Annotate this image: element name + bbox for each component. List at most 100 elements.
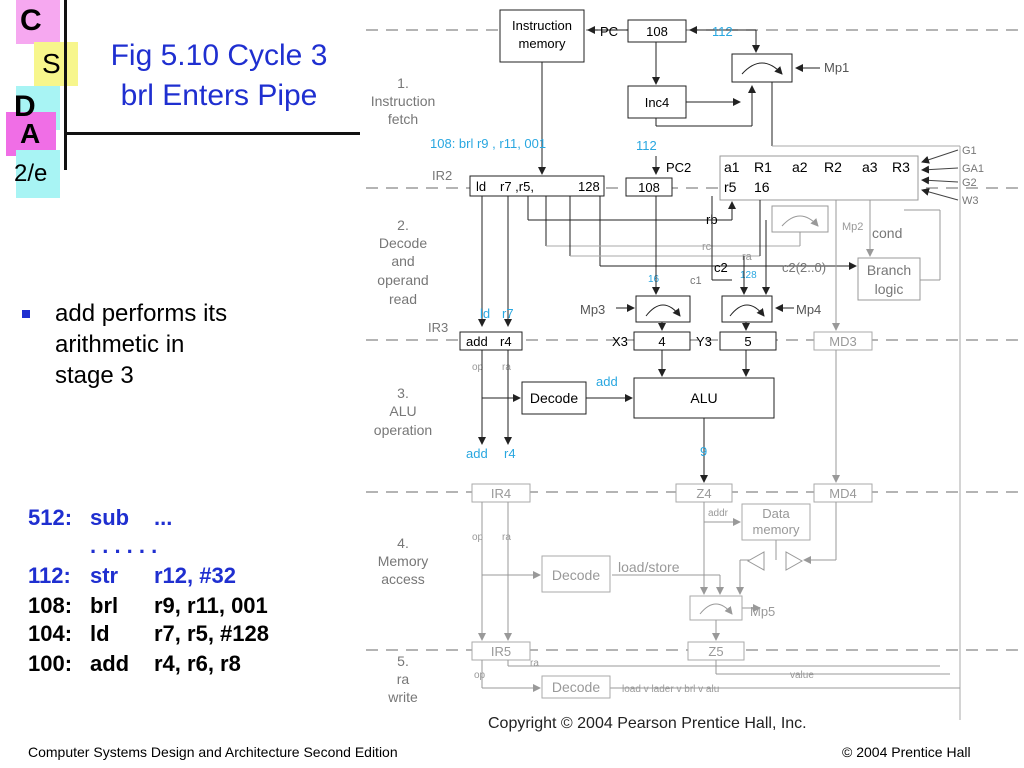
alu-label: ALU [690,390,717,406]
code-operands: r7, r5, #128 [154,621,269,646]
stage3-l1: 3. [397,385,409,401]
code-operands: ... [154,505,173,530]
rf-a3: a3 [862,159,878,175]
code-opcode: add [90,651,130,676]
title-horizontal-rule [64,132,360,135]
cond-label: cond [872,225,902,241]
ir4-annot-add: add [466,446,488,461]
alu-output-value: 9 [700,444,707,459]
stage5-l2: ra [397,671,410,687]
stage2-l3: and [391,253,414,269]
stage5-l1: 5. [397,653,409,669]
logo-edition: 2/e [14,160,48,187]
ir5-op-tag: op [474,670,486,681]
datamem-l2: memory [753,522,800,537]
decode4-label: Decode [552,567,600,583]
mp4-mux [721,295,773,323]
decode5-label: Decode [552,679,600,695]
md4-label: MD4 [829,486,856,501]
c2-label: c2 [714,260,728,275]
rf-ctrl-ga1: GA1 [962,163,984,175]
stage1-l2: Instruction [371,93,436,109]
stage4-l1: 4. [397,535,409,551]
branch-l1: Branch [867,262,911,278]
logo-square-pink [16,0,60,44]
code-operands: r9, r11, 001 [154,593,268,618]
stage1-l3: fetch [388,111,418,127]
code-address: 108: [28,593,73,618]
inc4-box [627,85,687,119]
mp2-mux [771,205,829,233]
code-opcode: brl [90,593,119,618]
slide-title: Fig 5.10 Cycle 3 brl Enters Pipe [76,36,362,116]
ir4-annot-r4: r4 [504,446,516,461]
ir3-ra-tag: ra [502,362,511,373]
mp5-mux [689,595,743,621]
ir3-op-tag: op [472,362,484,373]
logo-square-yellow [34,42,78,86]
decode3-label: Decode [530,390,578,406]
pc2-input-value: 112 [636,138,657,153]
instruction-memory-box [499,9,585,63]
ir3-annot-ld: ld [480,306,490,321]
rf-ctrl-w3: W3 [962,195,979,207]
load-store-label: load/store [618,559,680,575]
ir4-label: IR4 [491,486,511,501]
logo-s: S [42,48,61,79]
ir3-register [459,331,523,351]
title-vertical-rule [64,0,67,170]
ir-annotation: 108: brl r9 , r11, 001 [430,136,546,151]
stage-labels: 1. Instruction fetch 2. Decode and opera… [371,75,436,705]
data-memory-box [741,503,811,541]
decode5-box [541,675,611,699]
code-address: 100: [28,651,73,676]
code-address: 112: [28,563,71,588]
code-address: 512: [28,505,73,530]
rf-ctrl-g2: G2 [962,177,977,189]
stage4-l3: access [381,571,425,587]
md3-label: MD3 [829,334,856,349]
writeback-ctrl-label: load v lader v brl v alu [622,684,719,695]
alu-op-annot: add [596,374,618,389]
pc2-register [625,177,673,197]
z4-label: Z4 [696,486,711,501]
stage4-l2: Memory [378,553,429,569]
code-opcode: ld [90,621,110,646]
pc-register [627,19,687,43]
rf-a1: a1 [724,159,740,175]
ir3-field-ra: r4 [500,334,512,349]
footer-right: © 2004 Prentice Hall [842,744,971,760]
logo-c: C [20,4,42,37]
rf-r5: r5 [724,179,737,195]
logo-a: A [20,118,41,149]
branch-logic-box [857,257,921,301]
ir4-register [471,483,531,503]
code-opcode: . . . . . . [90,533,158,558]
mp2-label: Mp2 [842,221,863,233]
x3-value: 4 [658,334,665,349]
mp1-mux [731,53,793,83]
z5-label: Z5 [708,644,723,659]
ir4-op-tag: op [472,532,484,543]
ir2-register [469,175,605,197]
pc2-label: PC2 [666,160,691,175]
y3-value: 5 [744,334,751,349]
stage2-l4: operand [377,272,428,288]
stage2-l2: Decode [379,235,427,251]
mp3-mux [635,295,691,323]
x3-label: X3 [612,334,628,349]
stage3-l3: operation [374,422,432,438]
ir3-annot-r7: r7 [502,306,514,321]
copyright-line: Copyright © 2004 Pearson Prentice Hall, … [488,715,807,732]
ir5-ra-tag: ra [530,658,539,669]
mp3-input-16: 16 [648,274,660,285]
title-line-1: Fig 5.10 Cycle 3 [110,39,328,72]
pc-input-value: 112 [712,24,733,39]
stage5-l3: write [387,689,418,705]
ir2-label: IR2 [432,168,452,183]
value-label: value [790,670,814,681]
rf-R1: R1 [754,159,772,175]
logo-square-aqua [16,150,60,198]
instr-mem-l2: memory [519,36,566,51]
bullet-marker [22,310,30,318]
